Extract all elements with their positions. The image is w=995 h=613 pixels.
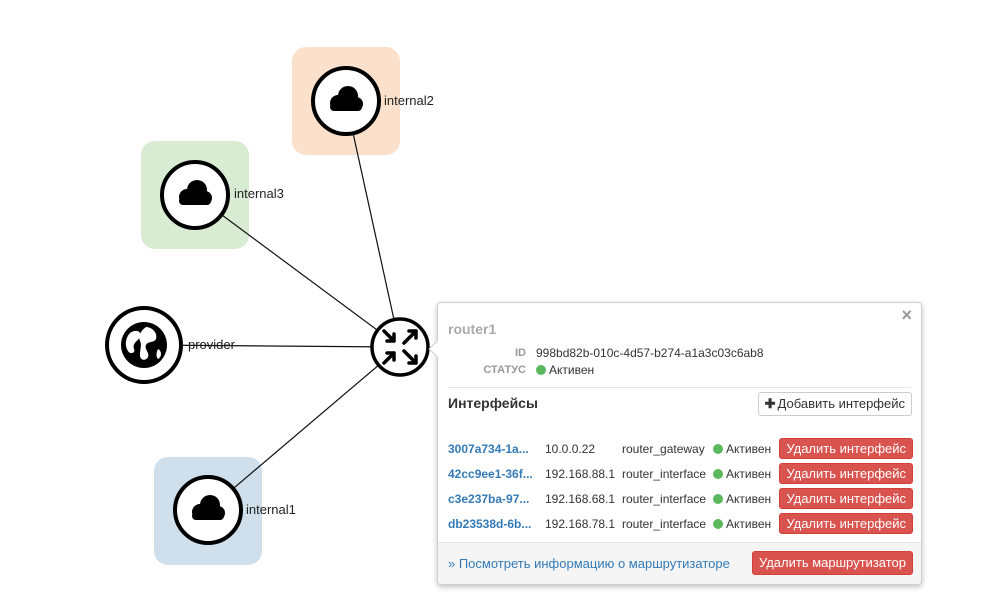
status-value: Активен — [549, 363, 595, 377]
link-internal2 — [345, 100, 401, 348]
cloud-icon — [179, 180, 212, 205]
link-internal1 — [207, 346, 401, 511]
interface-ip: 10.0.0.22 — [545, 442, 596, 456]
interface-type: router_gateway — [622, 442, 705, 456]
id-value: 998bd82b-010c-4d57-b274-a1a3c03c6ab8 — [536, 346, 764, 360]
status-dot — [713, 469, 723, 479]
status-dot — [713, 494, 723, 504]
interface-status: Активен — [726, 492, 772, 506]
interface-type: router_interface — [622, 467, 707, 481]
interface-id-link[interactable]: db23538d-6b... — [448, 517, 532, 531]
interface-id-link[interactable]: 3007a734-1a... — [448, 442, 529, 456]
interface-ip: 192.168.88.1 — [545, 467, 616, 481]
delete-interface-button[interactable]: Удалить интерфейс — [779, 463, 913, 484]
add-interface-button[interactable]: ✚Добавить интерфейс — [757, 392, 912, 416]
delete-interface-button[interactable]: Удалить интерфейс — [779, 438, 913, 459]
delete-router-button[interactable]: Удалить маршрутизатор — [751, 551, 913, 575]
plus-icon: ✚ — [764, 396, 776, 411]
id-label: ID — [515, 347, 526, 359]
interface-row: 3007a734-1a... 10.0.0.22 router_gateway … — [448, 438, 913, 460]
interface-id-link[interactable]: 42cc9ee1-36f... — [448, 467, 533, 481]
network-label-internal3: internal3 — [234, 186, 284, 201]
interface-row: db23538d-6b... 192.168.78.1 router_inter… — [448, 513, 913, 535]
interface-row: c3e237ba-97... 192.168.68.1 router_inter… — [448, 488, 913, 510]
router-details-popup: × router1 ID 998bd82b-010c-4d57-b274-a1a… — [428, 302, 922, 585]
delete-interface-button[interactable]: Удалить интерфейс — [779, 513, 913, 534]
network-label-internal2: internal2 — [384, 93, 434, 108]
view-router-details-link[interactable]: » Посмотреть информацию о маршрутизаторе — [448, 556, 730, 571]
router-id-row: ID 998bd82b-010c-4d57-b274-a1a3c03c6ab8 — [448, 346, 918, 362]
status-dot — [713, 519, 723, 529]
interface-ip: 192.168.68.1 — [545, 492, 616, 506]
interface-type: router_interface — [622, 492, 707, 506]
delete-interface-button[interactable]: Удалить интерфейс — [779, 488, 913, 509]
network-label-provider: provider — [188, 337, 236, 352]
globe-icon — [121, 322, 167, 368]
router-status-row: СТАТУС Активен — [448, 363, 918, 379]
interface-ip: 192.168.78.1 — [545, 517, 616, 531]
router-icon — [382, 329, 418, 365]
network-label-internal1: internal1 — [246, 502, 296, 517]
network-node-internal3[interactable]: internal3 — [160, 160, 284, 230]
interface-status: Активен — [726, 467, 772, 481]
status-dot — [536, 365, 546, 375]
divider — [448, 387, 911, 388]
router-name: router1 — [448, 321, 497, 337]
interface-status: Активен — [726, 442, 772, 456]
network-node-internal2[interactable]: internal2 — [311, 66, 434, 136]
network-node-provider[interactable]: provider — [105, 306, 236, 384]
interfaces-title: Интерфейсы — [448, 395, 538, 411]
interface-id-link[interactable]: c3e237ba-97... — [448, 492, 530, 506]
popup-footer: » Посмотреть информацию о маршрутизаторе… — [438, 542, 921, 584]
interface-status: Активен — [726, 517, 772, 531]
link-internal3 — [194, 194, 401, 348]
interface-row: 42cc9ee1-36f... 192.168.88.1 router_inte… — [448, 463, 913, 485]
cloud-icon — [192, 495, 225, 520]
close-icon[interactable]: × — [901, 305, 912, 325]
status-label: СТАТУС — [483, 364, 526, 376]
network-node-internal1[interactable]: internal1 — [173, 475, 296, 545]
cloud-icon — [330, 86, 363, 111]
interface-type: router_interface — [622, 517, 707, 531]
status-dot — [713, 444, 723, 454]
router-node[interactable] — [370, 317, 430, 377]
link-provider — [143, 344, 401, 348]
